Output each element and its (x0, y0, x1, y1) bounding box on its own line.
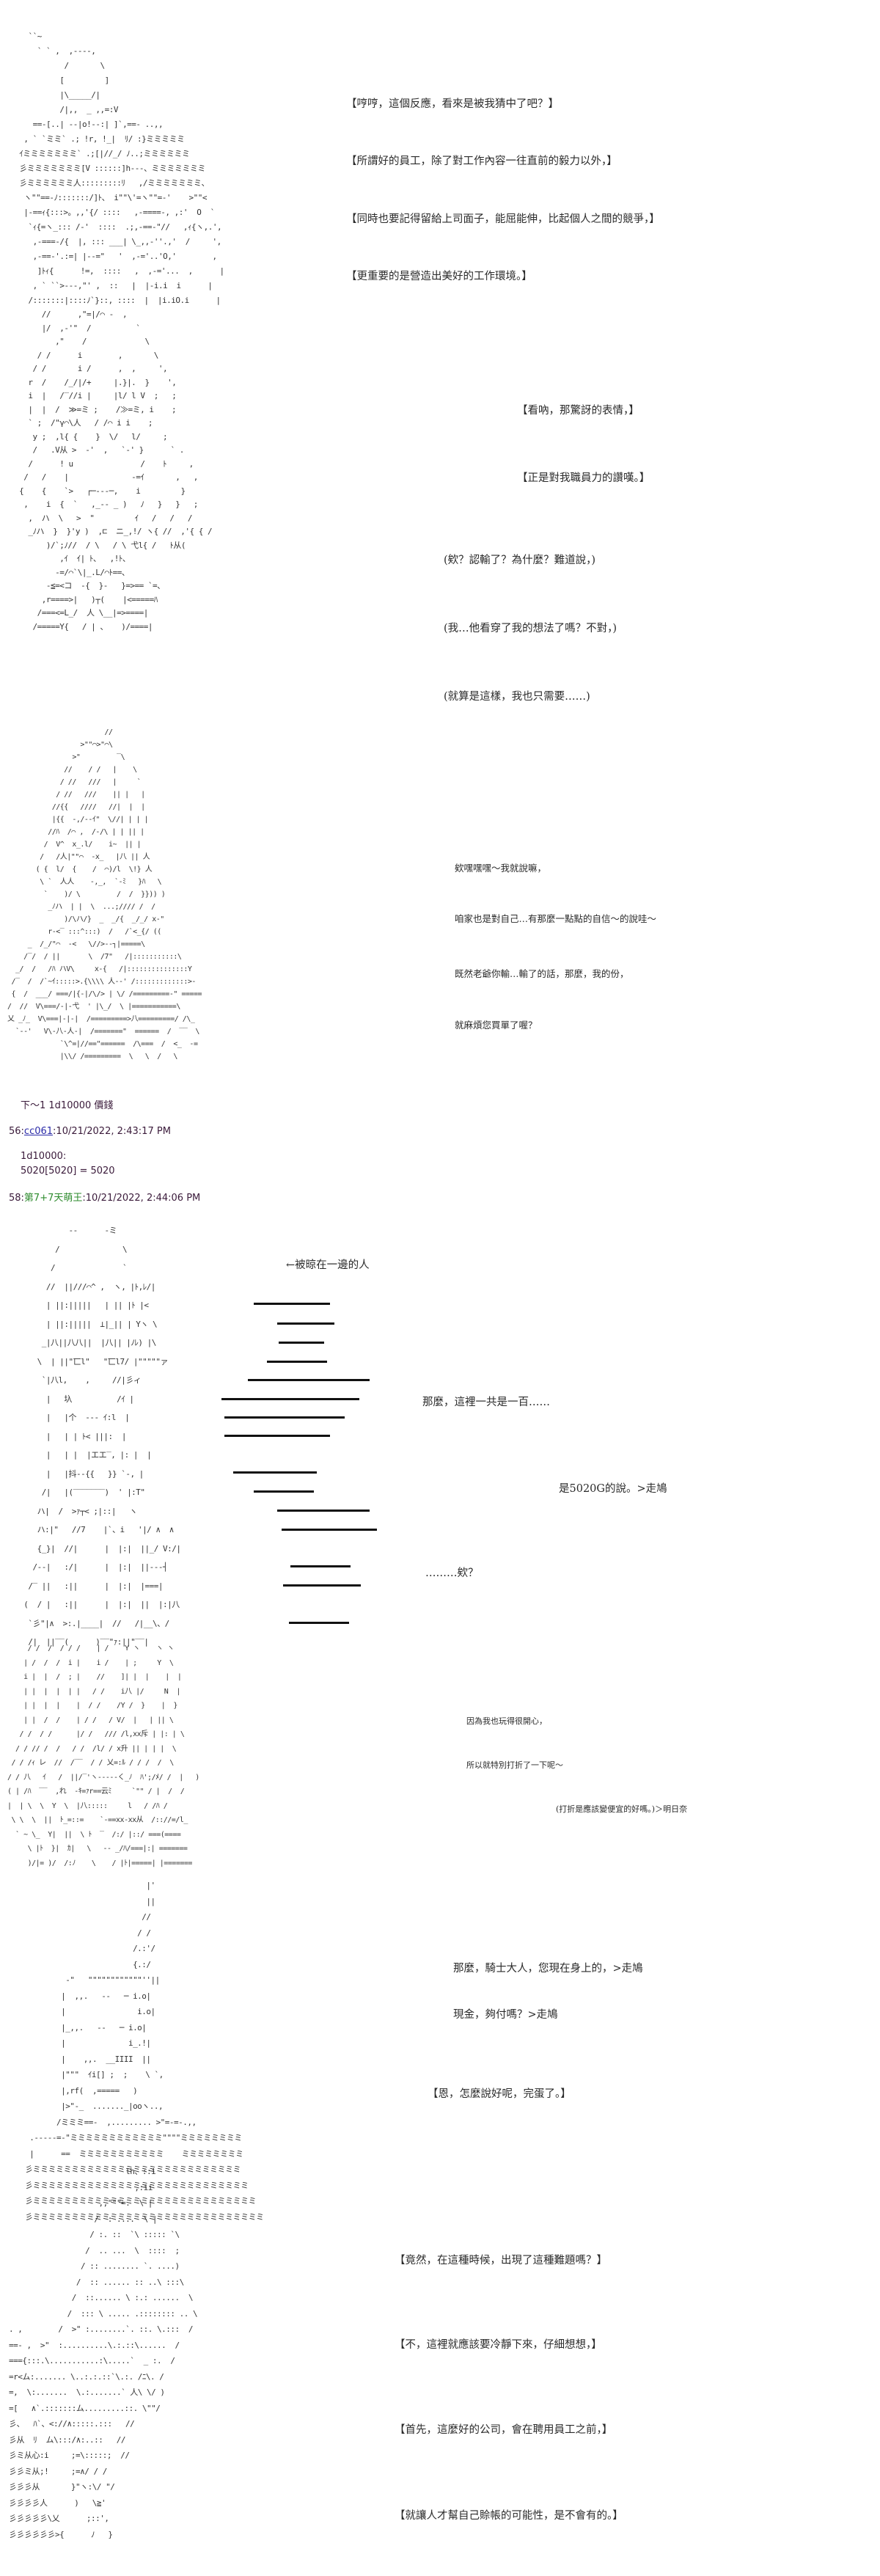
post-separator: : (82, 1193, 86, 1204)
ascii-art-scene-2: // ,"=|/⌒ - , |/ ,-'" / ` ," / \ / / i ,… (19, 310, 213, 632)
speed-line (267, 1361, 327, 1363)
speed-line (279, 1342, 324, 1344)
speed-line (289, 1622, 349, 1624)
dialogue-line: (打折是應該變便宜的好嗎。)＞明日奈 (556, 1804, 688, 1814)
dialogue-line: 現金，夠付嗎？>走鳩 (453, 2009, 558, 2021)
post-header-58: 58:第7+7天萌王:10/21/2022, 2:44:06 PM (9, 1190, 200, 1204)
arrow-label: ←被晾在一邊的人 (286, 1259, 370, 1271)
speed-line (254, 1490, 314, 1493)
dialogue-line: 【同時也要記得留給上司面子，能屈能伸，比起個人之間的競爭，】 (346, 213, 660, 225)
post-number: 58: (9, 1193, 24, 1204)
dialogue-line: 【不，這裡就應該要冷靜下來，仔細想想，】 (395, 2339, 602, 2351)
dialogue-line: 【竟然，在這種時候，出現了這種難題嗎？】 (395, 2255, 607, 2266)
ascii-art-scene-7: lh、::i ,:ii ,,"""=. \ | / : .... \ | / :… (9, 2167, 198, 2539)
dialogue-line: (就算是這樣，我也只需要……) (444, 691, 590, 703)
speed-line (233, 1471, 317, 1474)
post-separator: : (53, 1126, 56, 1137)
dialogue-line: 因為我也玩得很開心， (466, 1716, 547, 1726)
dialogue-line: ………欸？ (425, 1567, 479, 1579)
speed-line (277, 1322, 334, 1325)
dice-roll-result: 5020[5020] = 5020 (21, 1166, 115, 1177)
dialogue-line: 那麼，這裡一共是一百…… (422, 1397, 550, 1408)
speed-line (248, 1379, 370, 1381)
speed-line (254, 1303, 330, 1305)
dialogue-line: 【就讓人才幫自己賒帳的可能性，是不會有的。】 (395, 2510, 623, 2522)
post-timestamp: 10/21/2022, 2:44:06 PM (85, 1193, 201, 1204)
post-number: 56: (9, 1126, 24, 1137)
dialogue-line: 【哼哼，這個反應，看來是被我猜中了吧？】 (346, 98, 559, 110)
dialogue-line: 既然老爺你輸…輸了的話，那麼，我的份， (455, 968, 629, 979)
speed-line (283, 1584, 361, 1587)
speed-line (221, 1398, 359, 1400)
post-header-56: 56:cc061:10/21/2022, 2:43:17 PM (9, 1126, 171, 1137)
dialogue-line: 【更重要的是營造出美好的工作環境。】 (346, 271, 532, 282)
ascii-art-scene-5: / / / / / / | / Y ヽ ヽ ヽ | / / / i | i / … (7, 1644, 199, 1867)
speed-line (224, 1416, 345, 1419)
dialogue-line: 那麼，騎士大人，您現在身上的，>走鳩 (453, 1963, 643, 1975)
dialogue-line: (欸？認輸了？為什麼？難道說，) (444, 555, 596, 566)
dialogue-line: (我…他看穿了我的想法了嗎？不對，) (444, 623, 617, 634)
speed-line (282, 1529, 377, 1531)
dialogue-line: 【正是對我職員力的讚嘆。】 (517, 472, 650, 484)
dialogue-line: 是5020G的說。>走鳩 (559, 1483, 667, 1495)
post-timestamp: 10/21/2022, 2:43:17 PM (56, 1126, 171, 1137)
dialogue-line: 所以就特別打折了一下呢～ (466, 1760, 563, 1770)
ascii-art-scene-4: -- -ミ / \ / ` // ||///⌒^ , ヽ, |ﾄ,ﾚ/| | |… (23, 1226, 181, 1647)
dialogue-line: 【首先，這麼好的公司，會在聘用員工之前，】 (395, 2424, 613, 2436)
post-author-link[interactable]: cc061 (23, 1126, 54, 1137)
dialogue-line: 就麻煩您買單了喔？ (455, 1020, 538, 1031)
ascii-art-scene-6: |' || // / / /.:'/ {.:/ -" """"""""""""'… (25, 1881, 264, 2222)
dialogue-line: 【所謂好的員工，除了對工作內容一往直前的毅力以外，】 (346, 155, 617, 167)
dialogue-line: 咱家也是對自己…有那麼一點點的自信～的說哇～ (455, 913, 657, 924)
dialogue-line: 【看吶，那驚訝的表情，】 (517, 405, 639, 417)
speed-line (224, 1435, 330, 1437)
ascii-art-scene-1: ``~ ` ` , ,-‐‐-, / \ [ ] |\_____/| /|,, … (19, 32, 224, 305)
dice-roll-label: 1d10000: (21, 1151, 67, 1162)
speed-line (290, 1565, 351, 1567)
post-author-name: 第7+7天萌王 (23, 1193, 83, 1204)
dialogue-line: 【恩，怎麼說好呢，完蛋了。】 (428, 2088, 571, 2100)
ascii-art-scene-3: // >""⌒>"⌒\ >" ‾\ // / / | \ / // /// | … (7, 728, 202, 1061)
dialogue-line: 欸嘿嘿嘿～我就說嘛， (455, 863, 547, 874)
speed-line (277, 1510, 370, 1512)
dice-request-note: 下～1 1d10000 價錢 (21, 1100, 114, 1111)
